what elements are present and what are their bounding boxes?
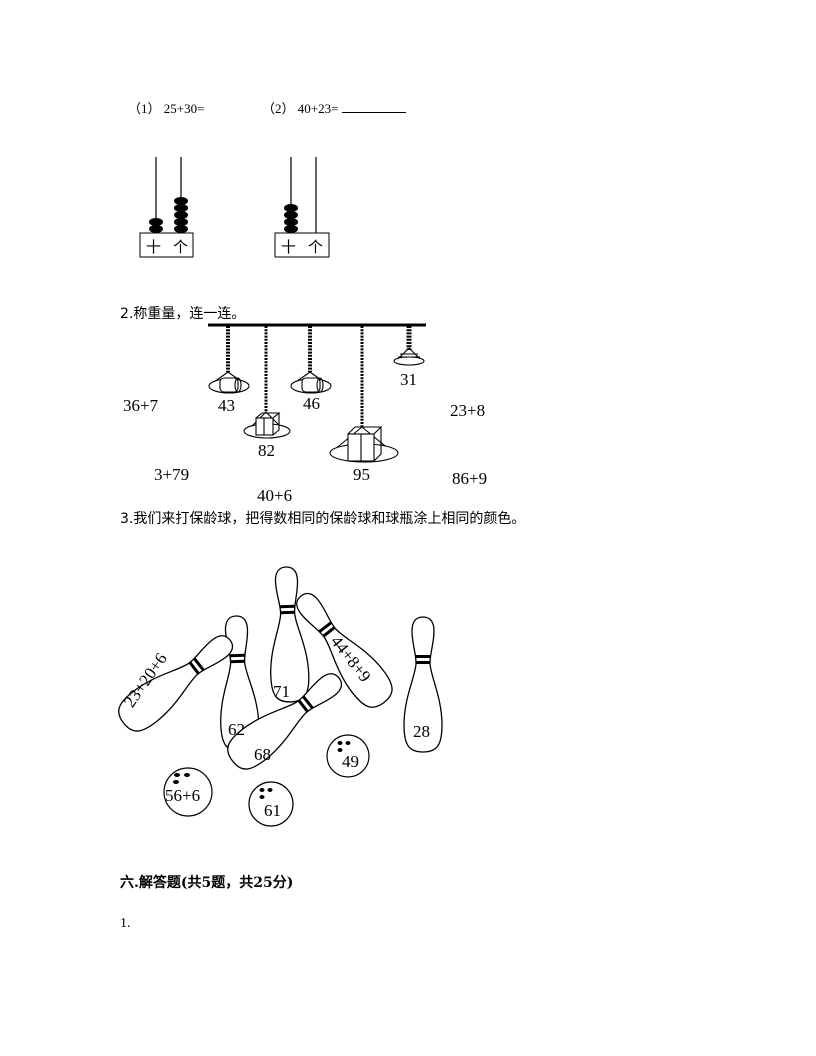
- scale-weight-31: 31: [400, 370, 417, 389]
- question-1-2: （2） 40+23=: [262, 98, 406, 117]
- bowling-ball-56-6: [163, 767, 213, 817]
- scale-pan-95: [329, 426, 399, 463]
- abacus-1-tens-label: 十: [146, 238, 162, 256]
- abacus-bead: [174, 197, 188, 205]
- scale-weight-43: 43: [218, 396, 235, 415]
- bowling-ball-49: [326, 734, 370, 778]
- section-3-title: 3.我们来打保龄球，把得数相同的保龄球和球瓶涂上相同的颜色。: [120, 511, 526, 527]
- ball-label-56-6: 56+6: [165, 786, 201, 805]
- expression-36-7: 36+7: [123, 396, 159, 415]
- scale-pan-31: [393, 347, 425, 366]
- section-2-title: 2.称重量，连一连。: [120, 306, 246, 322]
- abacus-2-tens-label: 十: [281, 238, 297, 256]
- scale-weight-95: 95: [353, 465, 370, 484]
- abacus-bead: [149, 218, 163, 226]
- abacus-bead: [284, 218, 298, 226]
- abacus-bead: [149, 225, 163, 233]
- pin-label-28: 28: [413, 722, 430, 741]
- expression-86-9: 86+9: [452, 469, 488, 488]
- abacus-1: [139, 157, 194, 258]
- abacus-1-tens-beads: [149, 218, 163, 233]
- bowling-ball-61: [248, 781, 294, 827]
- answer-blank[interactable]: [341, 100, 406, 113]
- abacus-bead: [284, 211, 298, 219]
- expression-40-6: 40+6: [257, 486, 293, 505]
- question-1-1-label: （1）: [128, 101, 161, 116]
- pin-label-71: 71: [273, 682, 290, 701]
- abacus-bead: [284, 204, 298, 212]
- abacus-2: [274, 157, 330, 258]
- question-1-2-label: （2）: [262, 101, 295, 116]
- scale-pan-46: [290, 371, 332, 394]
- abacus-bead: [174, 211, 188, 219]
- abacus-bead: [174, 218, 188, 226]
- expression-3-79: 3+79: [154, 465, 190, 484]
- question-1-1: （1） 25+30=: [128, 98, 204, 117]
- ball-label-49: 49: [342, 752, 359, 771]
- springs: [226, 326, 412, 427]
- abacus-bead: [174, 225, 188, 233]
- ball-label-61: 61: [264, 801, 281, 820]
- abacus-2-ones-label: 个: [308, 238, 324, 256]
- abacus-1-ones-beads: [174, 197, 188, 233]
- abacus-1-ones-label: 个: [173, 238, 189, 256]
- scale-pan-43: [208, 371, 250, 394]
- abacus-bead: [284, 225, 298, 233]
- expression-23-8: 23+8: [450, 401, 486, 420]
- question-6-1-number: 1.: [120, 916, 131, 931]
- pin-label-68: 68: [254, 745, 271, 764]
- scale-weight-46: 46: [303, 394, 320, 413]
- scale-weight-82: 82: [258, 441, 275, 460]
- section-6-heading: 六.解答题(共5题，共25分): [120, 875, 294, 891]
- pin-label-62: 62: [228, 720, 245, 739]
- question-1-2-expression: 40+23=: [297, 101, 339, 116]
- scale-pan-82: [243, 411, 291, 439]
- question-1-1-expression: 25+30=: [163, 101, 205, 116]
- abacus-bead: [174, 204, 188, 212]
- abacus-2-tens-beads: [284, 204, 298, 233]
